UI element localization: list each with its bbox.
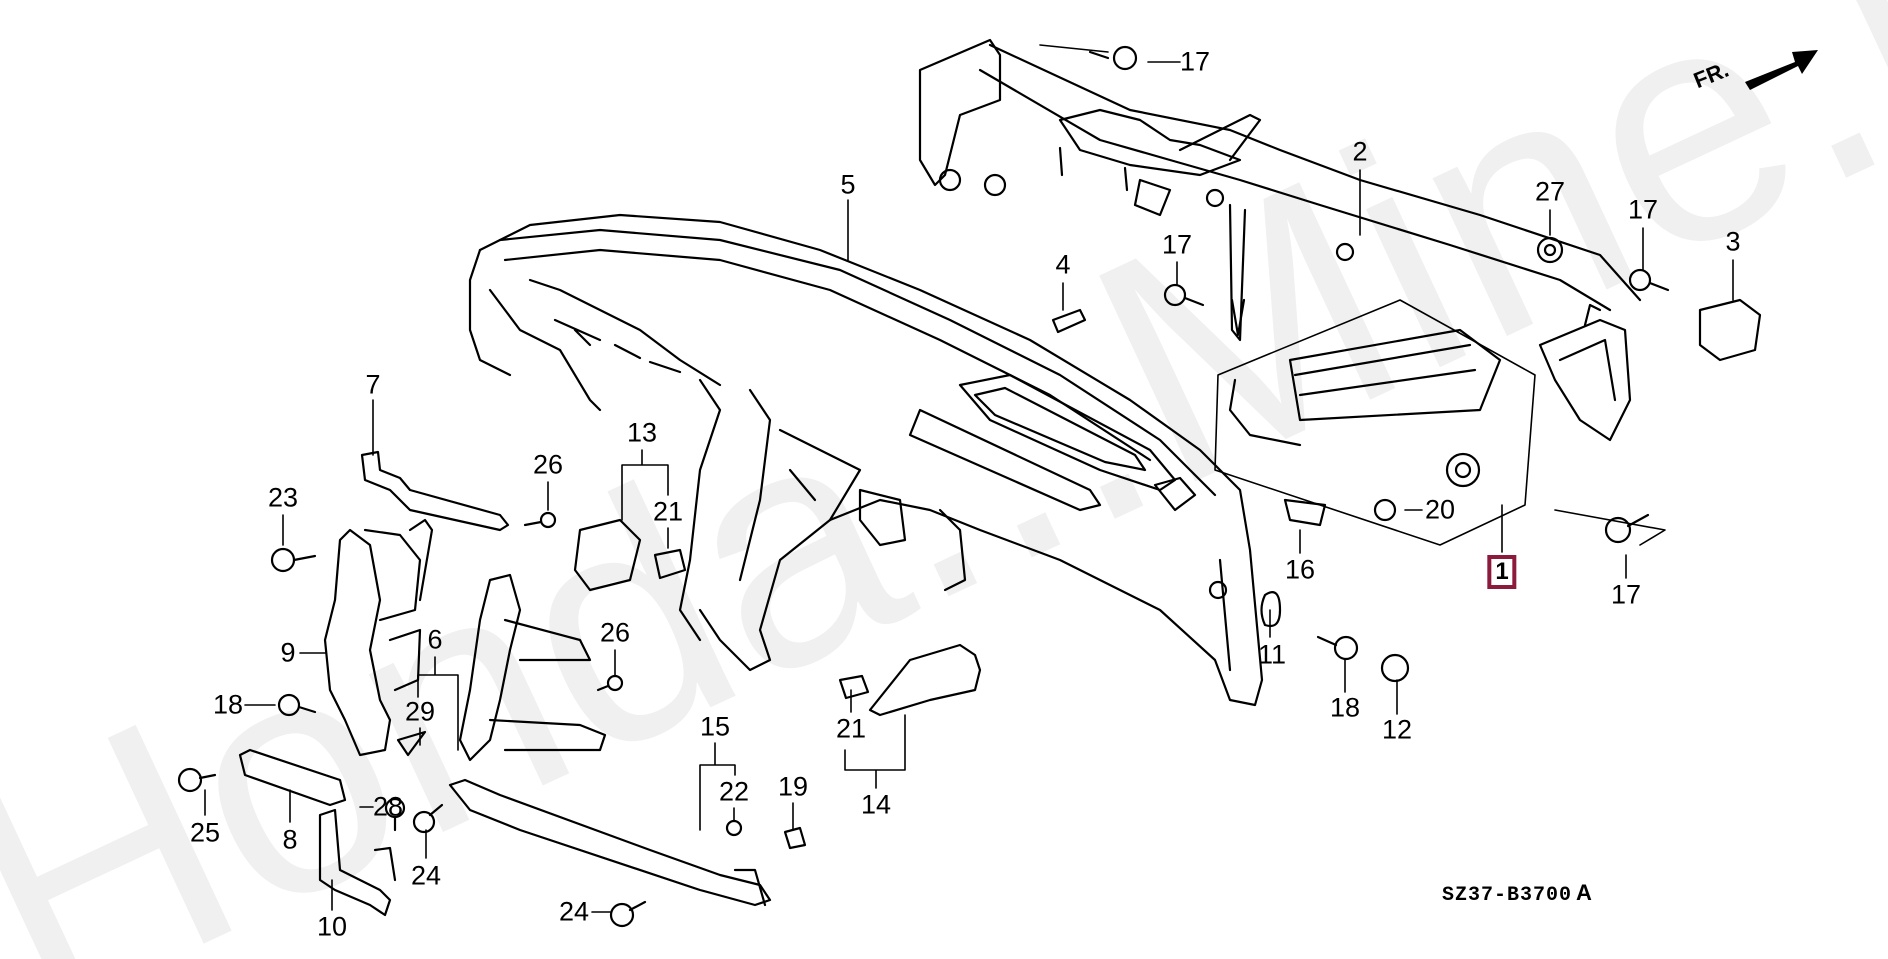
part-bracket-6[interactable] [458, 573, 607, 762]
callout-6[interactable]: 6 [427, 624, 443, 655]
callout-22[interactable]: 22 [718, 776, 750, 807]
callout-17[interactable]: 17 [1179, 46, 1211, 77]
front-direction-indicator: FR. [1690, 40, 1820, 110]
part-airbag-module[interactable] [1214, 299, 1536, 546]
part-bracket-9[interactable] [323, 518, 434, 757]
callout-13[interactable]: 13 [626, 417, 658, 448]
part-bracket-10[interactable] [318, 808, 397, 917]
part-hanger-beam[interactable] [918, 38, 1642, 342]
callout-14[interactable]: 14 [860, 789, 892, 820]
part-instrument-panel[interactable] [468, 213, 1264, 707]
callout-9[interactable]: 9 [280, 637, 296, 668]
part-brace-15[interactable] [448, 778, 772, 907]
callout-26[interactable]: 26 [532, 449, 564, 480]
front-direction-arrow-icon [1745, 50, 1818, 90]
part-stay-7[interactable] [360, 450, 510, 532]
callout-4[interactable]: 4 [1055, 249, 1071, 280]
callout-19[interactable]: 19 [777, 771, 809, 802]
callout-15[interactable]: 15 [699, 711, 731, 742]
part-cover-13[interactable] [573, 518, 642, 592]
callout-16[interactable]: 16 [1284, 554, 1316, 585]
callout-24[interactable]: 24 [410, 860, 442, 891]
callout-26[interactable]: 26 [599, 617, 631, 648]
callout-28[interactable]: 28 [372, 791, 404, 822]
callout-17[interactable]: 17 [1610, 579, 1642, 610]
part-cover-14[interactable] [868, 643, 982, 717]
callout-20[interactable]: 20 [1424, 494, 1456, 525]
callout-1-highlighted[interactable]: 1 [1487, 555, 1517, 589]
diagram-code-number: SZ37-B3700 [1442, 884, 1573, 907]
callout-23[interactable]: 23 [267, 482, 299, 513]
callout-29[interactable]: 29 [404, 696, 436, 727]
callout-3[interactable]: 3 [1725, 226, 1741, 257]
callout-17[interactable]: 17 [1627, 194, 1659, 225]
callout-12[interactable]: 12 [1381, 714, 1413, 745]
callout-5[interactable]: 5 [840, 169, 856, 200]
callout-27[interactable]: 27 [1534, 176, 1566, 207]
part-beam-end-bracket[interactable] [1538, 303, 1632, 442]
callout-2[interactable]: 2 [1352, 136, 1368, 167]
callout-10[interactable]: 10 [316, 911, 348, 942]
leader-lines [204, 44, 1734, 913]
callout-25[interactable]: 25 [189, 817, 221, 848]
callout-8[interactable]: 8 [282, 824, 298, 855]
callout-18[interactable]: 18 [212, 689, 244, 720]
part-stay-8[interactable] [238, 748, 347, 807]
callout-18[interactable]: 18 [1329, 692, 1361, 723]
fasteners [177, 45, 1762, 928]
diagram-code-revision: A [1576, 880, 1593, 905]
callout-7[interactable]: 7 [365, 369, 381, 400]
callout-21[interactable]: 21 [835, 713, 867, 744]
callout-11[interactable]: 11 [1257, 639, 1287, 670]
callout-21[interactable]: 21 [652, 496, 684, 527]
callout-24[interactable]: 24 [558, 896, 590, 927]
callout-17[interactable]: 17 [1161, 229, 1193, 260]
